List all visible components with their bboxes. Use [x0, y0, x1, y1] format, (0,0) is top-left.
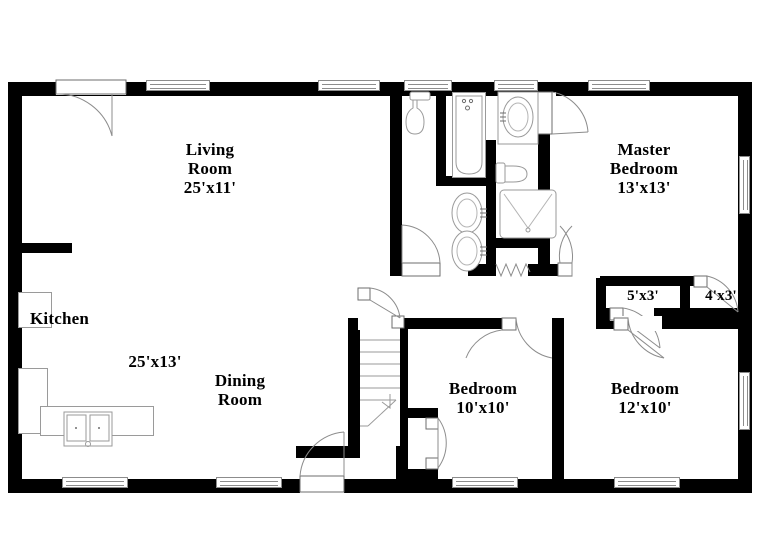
door-master-hall[interactable]: [557, 220, 614, 277]
window-master-north: [588, 80, 650, 91]
interior-wall-kitchen-stub: [8, 243, 72, 253]
sink-bath2-upper: [497, 91, 539, 145]
toilet-bath1-icon: [404, 91, 444, 142]
door-bedroom2-closet[interactable]: [425, 417, 476, 472]
toilet-bath2-icon: [495, 158, 546, 190]
label-bedroom-12x10: Bedroom 12'x10': [610, 379, 680, 418]
interior-wall-bedroom3-top: [596, 318, 622, 329]
interior-wall-closet-top: [596, 276, 752, 286]
shower-bath2: [499, 189, 557, 240]
interior-wall-closet-bottom-2: [680, 308, 752, 319]
staircase: [360, 330, 400, 446]
exterior-wall-bottom: [8, 479, 752, 493]
label-closet-4x3: 4'x3': [705, 288, 737, 304]
vanity-sink-lower: [446, 228, 488, 274]
window-master-east: [739, 156, 750, 214]
door-bedroom3[interactable]: [613, 317, 670, 374]
interior-wall-bath-shelf: [486, 238, 544, 248]
window-bath-north-2: [494, 80, 538, 91]
interior-wall-center-vertical-lower: [348, 318, 360, 458]
label-master-bedroom: Master Bedroom 13'x13': [609, 140, 679, 198]
window-living-north-1: [146, 80, 210, 91]
door-bath1[interactable]: [401, 222, 452, 277]
kitchen-appliance-niche: [18, 292, 52, 328]
door-dining-south[interactable]: [299, 422, 362, 493]
window-kitchen-south: [62, 477, 128, 488]
window-living-north-2: [318, 80, 380, 91]
door-front-entry[interactable]: [55, 79, 132, 140]
label-bedroom-10x10: Bedroom 10'x10': [448, 379, 518, 418]
door-opening-stairs: [358, 316, 400, 330]
interior-wall-bath-divider-vertical: [436, 82, 446, 186]
label-dining-room: Dining Room: [214, 371, 266, 410]
interior-wall-bedroom2-closet-bottom: [396, 469, 438, 479]
interior-wall-bedroom2-top: [396, 318, 514, 329]
window-bath-north-1: [404, 80, 452, 91]
door-closet-4x3[interactable]: [693, 275, 746, 326]
interior-wall-closet-left: [596, 276, 606, 318]
interior-wall-bath-divider-horizontal: [436, 176, 490, 186]
kitchen-double-sink: [63, 411, 113, 450]
window-bedroom3-east: [739, 372, 750, 430]
interior-wall-bath-right-vertical: [486, 140, 496, 276]
interior-wall-bedroom3-top-right: [658, 318, 752, 329]
label-kitchen-dims: 25'x13': [128, 352, 182, 371]
door-bedroom2[interactable]: [465, 317, 558, 374]
label-living-room: Living Room 25'x11': [183, 140, 237, 198]
interior-wall-bedroom2-closet-top: [396, 408, 438, 418]
kitchen-counter-left: [18, 368, 48, 434]
window-bedroom2-south: [452, 477, 518, 488]
interior-wall-between-bedrooms: [552, 318, 564, 493]
label-closet-5x3: 5'x3': [627, 288, 659, 304]
door-stairs[interactable]: [357, 287, 406, 332]
window-dining-south: [216, 477, 282, 488]
interior-wall-bath-shower-top: [486, 186, 496, 192]
door-master-entry[interactable]: [537, 91, 594, 148]
interior-wall-center-vertical-upper: [390, 82, 402, 276]
bathtub-bath1-basin: [452, 92, 486, 178]
label-kitchen: Kitchen: [30, 309, 90, 328]
door-accordion-hall-closet[interactable]: [495, 262, 531, 278]
window-bedroom3-south: [614, 477, 680, 488]
interior-wall-closet-divider: [680, 276, 690, 318]
